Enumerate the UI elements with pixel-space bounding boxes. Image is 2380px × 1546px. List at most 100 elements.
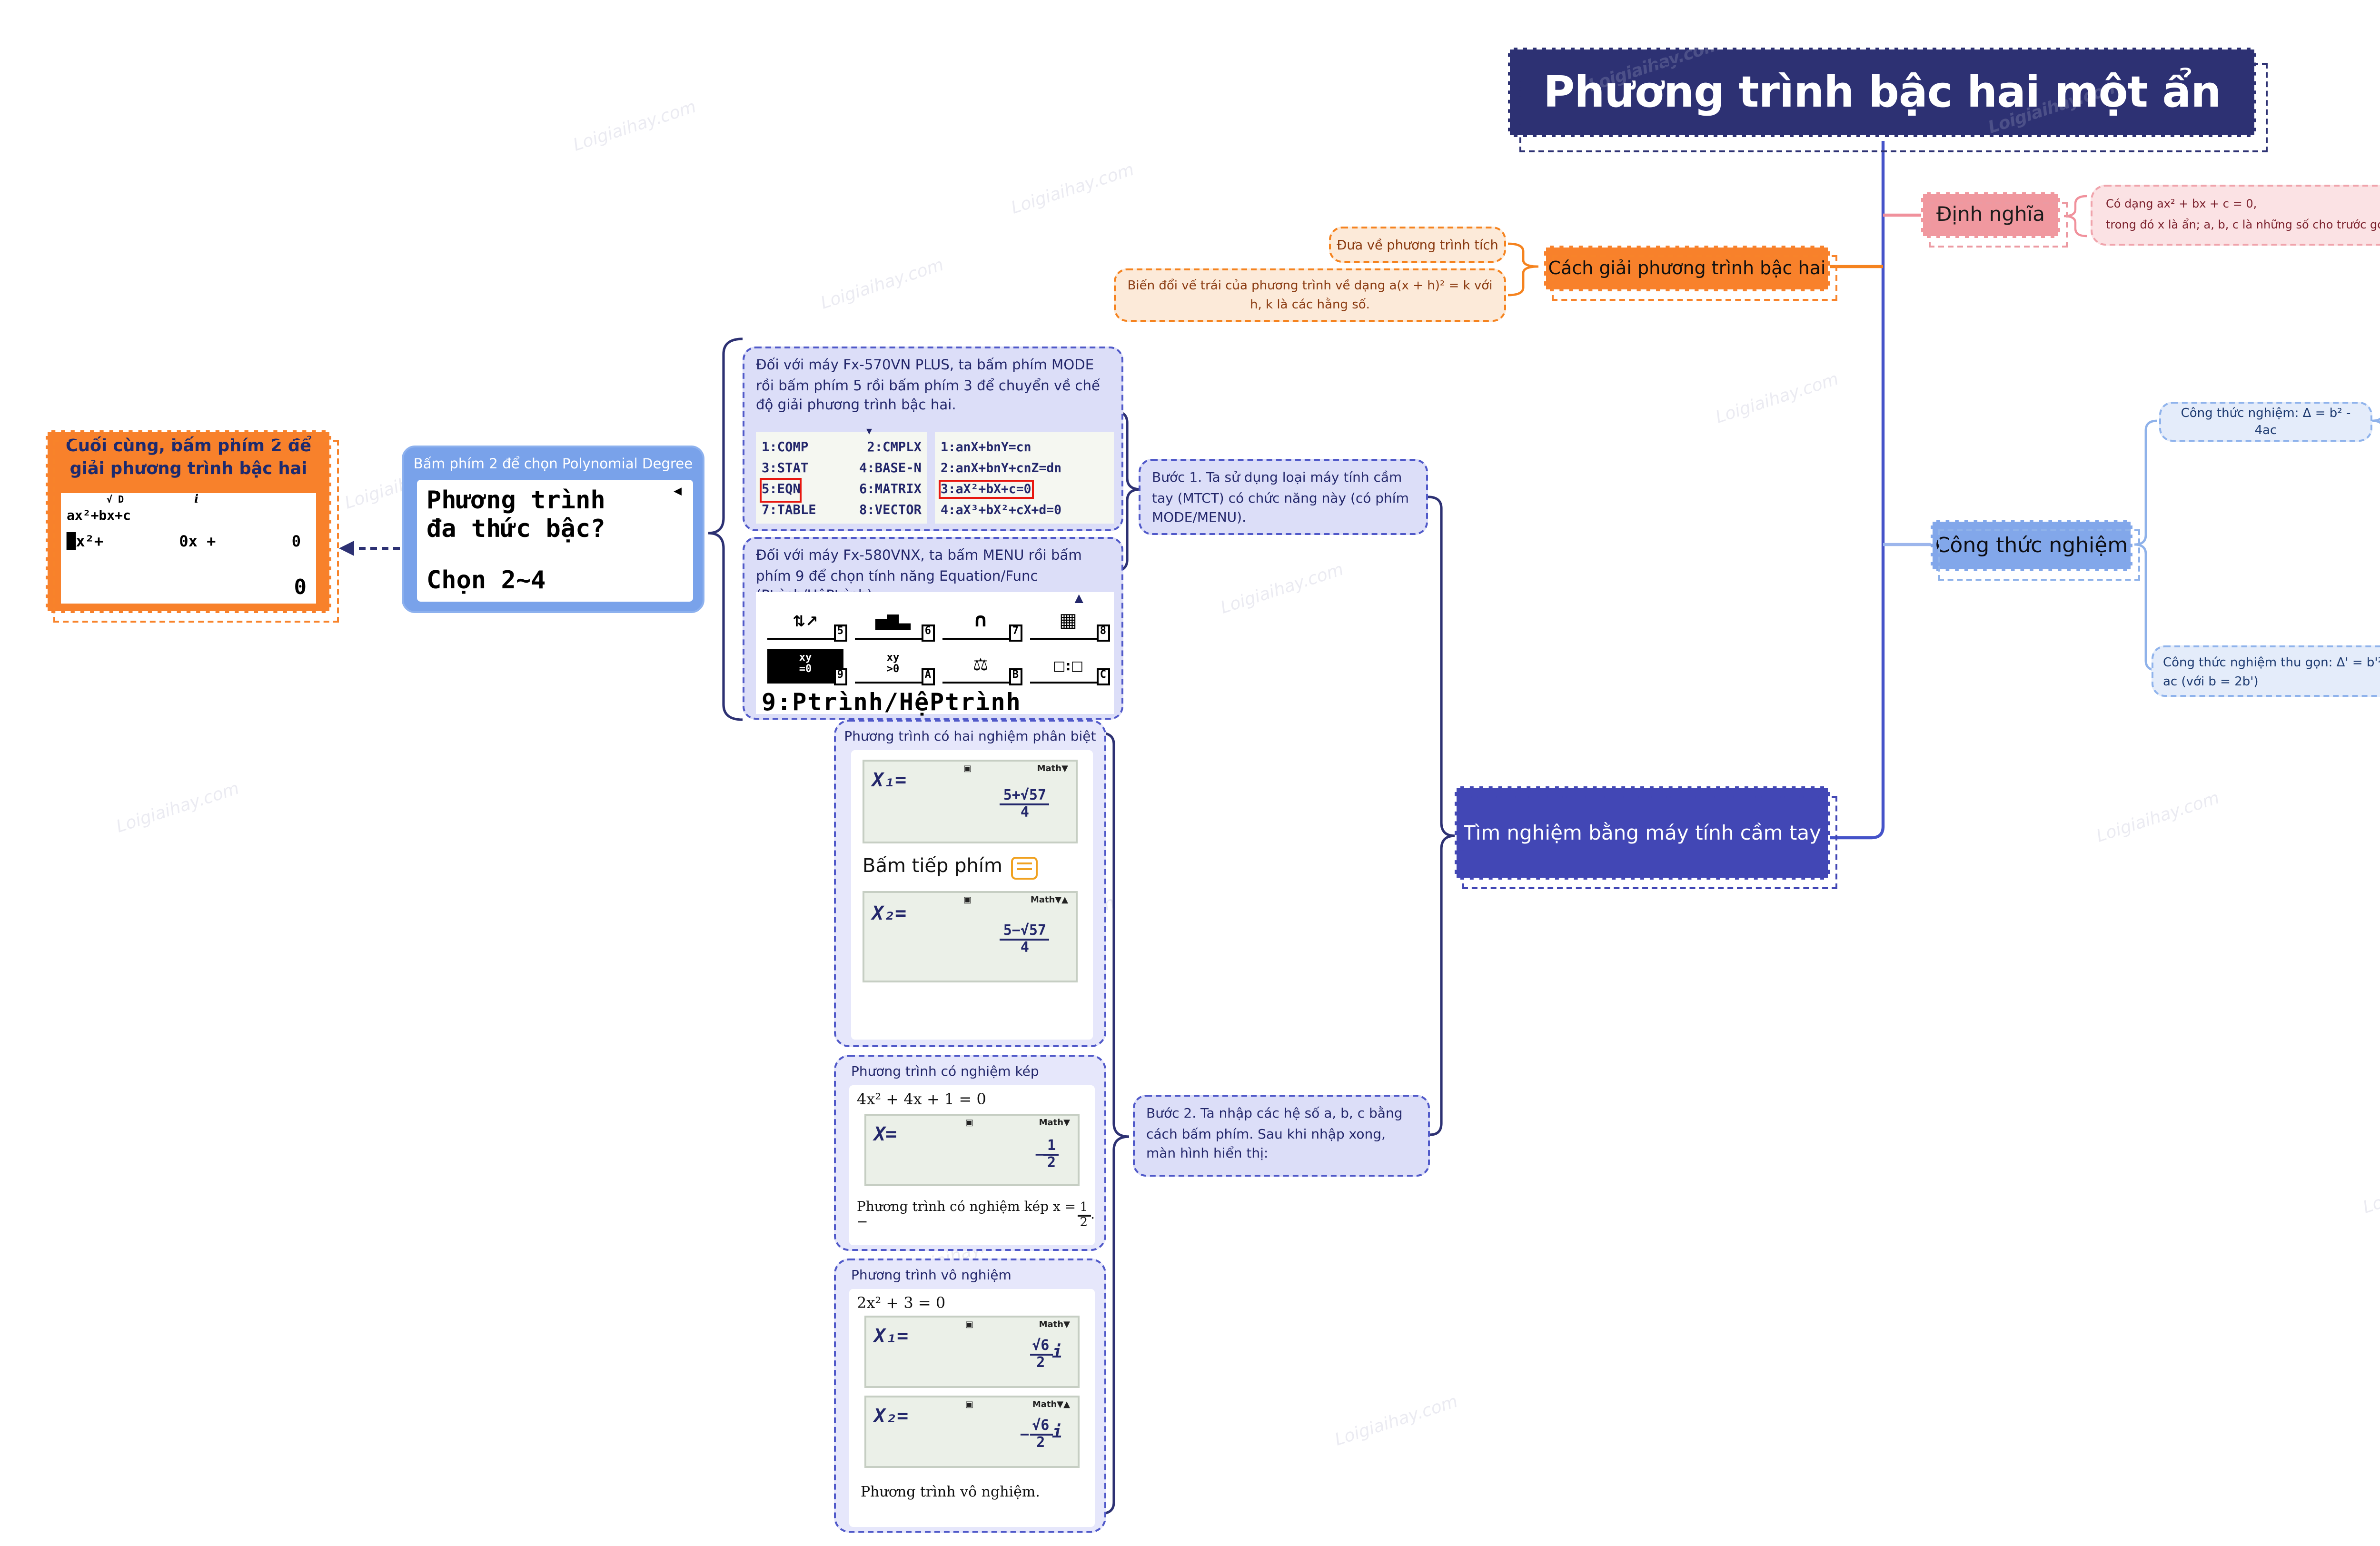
imaginary-unit: i xyxy=(1052,1345,1062,1364)
tile-icon: ⇅↗ xyxy=(793,613,818,630)
fx570-eqn-screen: 1:anX+bnY=cn 2:anX+bnY+cnZ=dn 3:aX²+bX+c… xyxy=(935,432,1114,524)
minus-sign: − xyxy=(1035,1146,1044,1163)
box-cuoi-cung: Cuối cùng, bấm phím 2 để giải phương trì… xyxy=(46,430,338,622)
coef-a-cursor: █x²+ xyxy=(67,533,103,550)
tile-icon: ∩ xyxy=(972,611,989,632)
menu-tile-7: ∩7 xyxy=(942,605,1022,642)
brace-buoc2-results xyxy=(1100,732,1130,1515)
fraction-num: 5+√57 xyxy=(1000,787,1049,805)
box-buoc-1: Bước 1. Ta sử dụng loại máy tính cầm tay… xyxy=(1139,459,1428,535)
fx580-caption: 9:Ptrình/HệPtrình xyxy=(762,687,1021,716)
status-icon: ▣ xyxy=(965,1401,974,1411)
page-title: Phương trình bậc hai một ẩn xyxy=(1543,68,2221,117)
tile-icon: xy xyxy=(799,653,812,664)
math-indicator: Math▼▲ xyxy=(1032,1401,1070,1411)
screen-value: 0 xyxy=(294,575,307,600)
tile-number: C xyxy=(1096,668,1110,685)
screen-line: Chọn 2~4 xyxy=(426,567,546,596)
imaginary-unit: i xyxy=(1052,1425,1062,1444)
press-text: Bấm tiếp phím xyxy=(863,857,1002,878)
fraction-den: 2 xyxy=(1047,1153,1056,1171)
arrowhead-icon xyxy=(339,541,354,556)
definition-line1: Có dạng ax² + bx + c = 0, xyxy=(2106,198,2257,211)
tile-icon: ⚖ xyxy=(972,656,989,675)
menu-item-quadratic-highlighted: 3:aX²+bX+c=0 xyxy=(938,478,1034,499)
dinh-nghia-detail: Có dạng ax² + bx + c = 0, trong đó x là … xyxy=(2091,185,2380,246)
screen-text: x²+ xyxy=(76,533,104,550)
math-indicator: Math▼▲ xyxy=(1030,897,1068,906)
central-topic: Phương trình bậc hai một ẩn Loigiaihay.c… xyxy=(1508,36,2268,152)
menu-item: 7:TABLE xyxy=(762,502,816,517)
box-buoc-2: Bước 2. Ta nhập các hệ số a, b, c bằng c… xyxy=(1133,1095,1430,1177)
screen-text: 0x + xyxy=(179,533,216,550)
status-icon: ▣ xyxy=(965,1120,974,1129)
fx570-text: Đối với máy Fx-570VN PLUS, ta bấm phím M… xyxy=(756,356,1100,414)
tile-number: 8 xyxy=(1096,624,1110,642)
result-title: Phương trình có hai nghiệm phân biệt xyxy=(844,729,1096,744)
status-icon: ▣ xyxy=(963,897,972,906)
node-dinh-nghia: Định nghĩa xyxy=(1921,192,2067,247)
poly-degree-screen: ◀ Phương trình đa thức bậc? Chọn 2~4 xyxy=(417,480,693,602)
definition-line2: trong đó x là ẩn; a, b, c là những số ch… xyxy=(2106,218,2380,232)
menu-tile-b: ⚖B xyxy=(942,649,1022,685)
menu-item: 2:anX+bnY+cnZ=dn xyxy=(941,460,1062,476)
equation: 4x² + 4x + 1 = 0 xyxy=(857,1091,986,1108)
fraction-num: √6 xyxy=(1029,1338,1052,1356)
tile-number: 6 xyxy=(921,624,935,642)
root-label: X₁= xyxy=(874,1327,909,1348)
node-label: Tìm nghiệm bằng máy tính cầm tay xyxy=(1463,822,1821,844)
tile-number: 7 xyxy=(1008,624,1022,642)
imaginary-indicator: i xyxy=(194,493,199,506)
note-text: Biến đổi vế trái của phương trình về dạn… xyxy=(1127,277,1493,312)
tile-icon: □:□ xyxy=(1052,658,1084,673)
menu-item: 8:VECTOR xyxy=(859,502,922,517)
fraction-num: 1 xyxy=(1044,1138,1059,1156)
math-indicator: Math▼ xyxy=(1037,765,1068,775)
formula-head: Công thức nghiệm: Δ = b² - 4ac xyxy=(2181,405,2351,437)
node-label: Cách giải phương trình bậc hai xyxy=(1548,258,1826,279)
tile-number: A xyxy=(921,668,935,685)
root-label: X= xyxy=(874,1125,897,1146)
tile-icon: =0 xyxy=(799,664,812,675)
fraction-den: 2 xyxy=(1036,1433,1045,1451)
note-bien-doi: Biến đổi vế trái của phương trình về dạn… xyxy=(1114,268,1506,322)
brace-tim-nghiem-steps xyxy=(1428,496,1455,1136)
menu-tile-8: ▦8 xyxy=(1030,605,1110,642)
result-title: Phương trình vô nghiệm xyxy=(851,1268,1012,1283)
final-step-label: Cuối cùng, bấm phím 2 để giải phương trì… xyxy=(66,438,311,480)
root-label: X₂= xyxy=(872,904,907,925)
caption: Phương trình vô nghiệm. xyxy=(861,1483,1040,1500)
brace-cong-thuc-children xyxy=(2134,419,2158,672)
menu-item: 2:CMPLX xyxy=(867,440,922,455)
box-hai-nghiem: Phương trình có hai nghiệm phân biệt X₁=… xyxy=(834,720,1106,1047)
tile-number: B xyxy=(1008,668,1022,685)
menu-tile-6: ▅▇▃ 6 xyxy=(855,605,935,642)
menu-item: 1:COMP xyxy=(762,440,809,455)
math-indicator: Math▼ xyxy=(1039,1120,1070,1129)
math-indicator: Math▼ xyxy=(1039,1321,1070,1331)
brace-fx-group-to-poly xyxy=(708,337,743,721)
screen-line: đa thức bậc? xyxy=(426,516,605,545)
tile-icon: >0 xyxy=(886,664,900,675)
node-label: Định nghĩa xyxy=(1936,204,2045,227)
box-fx570: Đối với máy Fx-570VN PLUS, ta bấm phím M… xyxy=(743,347,1123,531)
equals-key-icon xyxy=(1010,857,1037,879)
cursor-down-icon: ▼ xyxy=(866,426,873,438)
fraction-num: 1 xyxy=(1077,1200,1091,1216)
menu-item: 4:aX³+bX²+cX+d=0 xyxy=(941,502,1062,517)
box-cong-thuc-delta: Công thức nghiệm: Δ = b² - 4ac xyxy=(2159,402,2372,442)
tile-icon: ▅▇▃ xyxy=(875,613,911,630)
